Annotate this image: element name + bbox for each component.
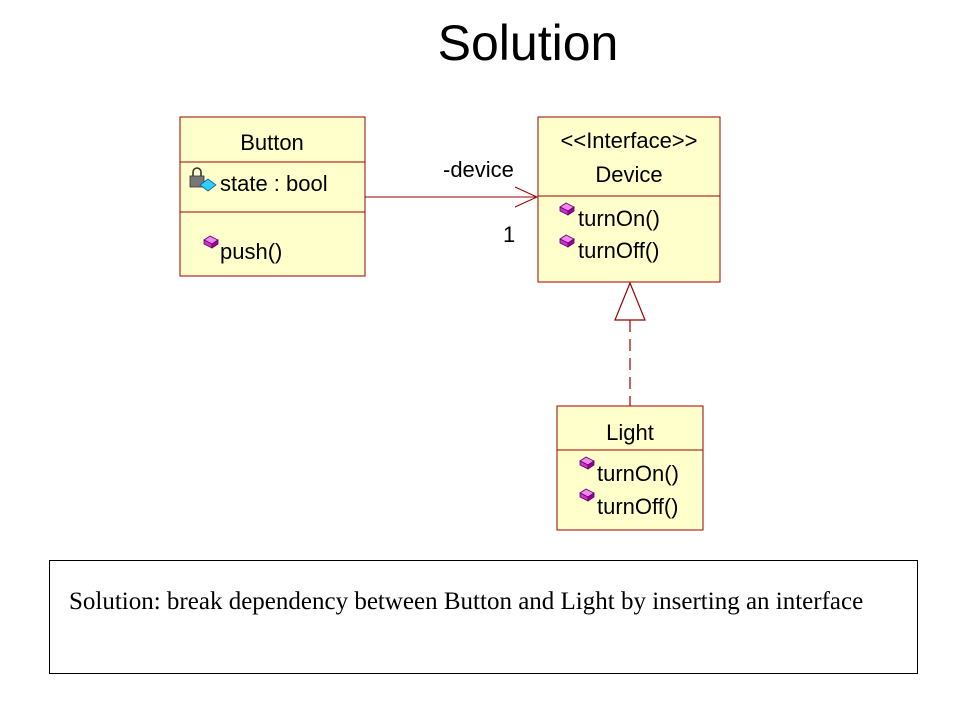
class-device-stereotype: <<Interface>> bbox=[561, 128, 698, 153]
class-light[interactable]: Light turnOn() turnOff() bbox=[556, 405, 704, 531]
note-box: Solution: break dependency between Butto… bbox=[49, 560, 918, 674]
page-title: Solution bbox=[437, 15, 619, 71]
uml-class-diagram: Button state : bool push() <<Interface>>… bbox=[179, 116, 721, 531]
association-multiplicity: 1 bbox=[503, 222, 515, 247]
class-light-name: Light bbox=[606, 420, 654, 445]
class-device[interactable]: <<Interface>> Device turnOn() turnOff() bbox=[537, 116, 721, 283]
class-device-name: Device bbox=[595, 162, 662, 187]
class-button-attribute: state : bool bbox=[220, 171, 328, 196]
class-light-operation-2: turnOff() bbox=[597, 494, 679, 519]
class-device-operation-1: turnOn() bbox=[578, 206, 660, 231]
realization-line bbox=[614, 281, 646, 406]
association-role: -device bbox=[443, 157, 514, 182]
class-button-name: Button bbox=[240, 130, 304, 155]
class-light-operation-1: turnOn() bbox=[597, 461, 679, 486]
class-button[interactable]: Button state : bool push() bbox=[179, 116, 366, 277]
class-device-operation-2: turnOff() bbox=[578, 238, 660, 263]
private-attribute-icon bbox=[189, 167, 217, 192]
association-line bbox=[365, 186, 539, 208]
note-text: Solution: break dependency between Butto… bbox=[69, 588, 864, 615]
class-button-operation: push() bbox=[220, 239, 282, 264]
